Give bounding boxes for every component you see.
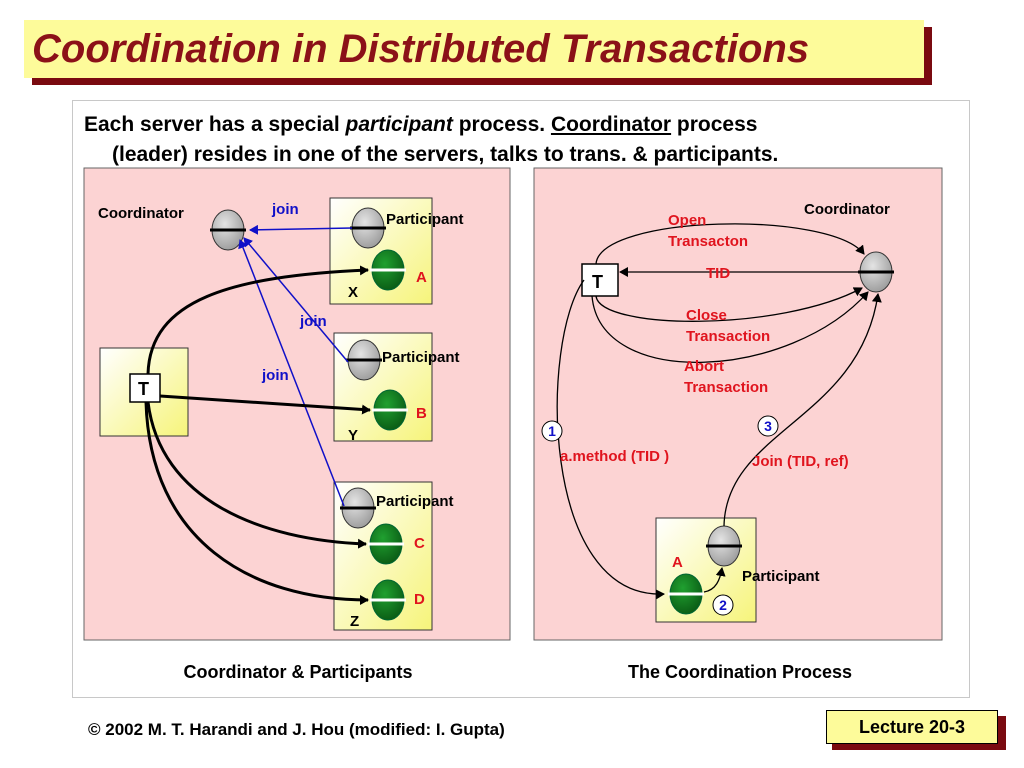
server-y-label: Y <box>348 427 358 444</box>
object-c <box>368 523 404 565</box>
server-box-right <box>655 517 757 623</box>
method-arrow <box>556 279 665 600</box>
t-label-left: T <box>138 379 149 399</box>
step-1-label: 1 <box>548 423 556 439</box>
server-z-label: Z <box>350 613 359 630</box>
intro-line-1: Each server has a special participant pr… <box>84 110 954 140</box>
open-transaction-arrow <box>595 223 865 265</box>
step-3-badge: 3 <box>757 415 779 437</box>
intro-participant: participant <box>345 113 453 136</box>
participant-node-right <box>706 525 742 567</box>
participant-label-x: Participant <box>386 211 464 228</box>
object-a-label: A <box>416 269 427 286</box>
coordinator-label-right: Coordinator <box>804 201 890 218</box>
close-label-2: Transaction <box>686 328 770 345</box>
abort-transaction-arrow <box>591 291 869 363</box>
join-label-3: join <box>261 367 289 384</box>
abort-label-1: Abort <box>684 358 724 375</box>
t-arrow-c <box>146 401 367 549</box>
object-b <box>372 389 408 431</box>
right-caption: The Coordination Process <box>628 662 852 682</box>
object-d-label: D <box>414 591 425 608</box>
participant-node-x <box>350 207 386 249</box>
server-x-label: X <box>348 284 358 301</box>
coordinator-label-left: Coordinator <box>98 205 184 222</box>
slide-title: Coordination in Distributed Transactions <box>32 26 810 71</box>
step-1-badge: 1 <box>541 420 563 442</box>
intro-coordinator: Coordinator <box>550 113 672 136</box>
step-2-label: 2 <box>719 597 727 613</box>
intro-t5: process <box>671 113 758 136</box>
participant-label-right: Participant <box>742 568 820 585</box>
close-label-1: Close <box>686 307 727 324</box>
object-c-label: C <box>414 535 425 552</box>
t-box-right <box>581 263 619 297</box>
join-arrow-y <box>243 237 349 363</box>
register-arrow <box>703 567 726 593</box>
lecture-badge: Lecture 20-3 <box>826 710 998 744</box>
intro-t3: process. <box>452 113 551 136</box>
step-3-label: 3 <box>764 418 772 434</box>
t-arrow-b <box>159 394 371 415</box>
participant-label-z: Participant <box>376 493 454 510</box>
t-box-left <box>129 373 161 403</box>
object-a-left <box>370 249 406 291</box>
object-d <box>370 579 406 621</box>
abort-label-2: Transaction <box>684 379 768 396</box>
join-label-1: join <box>271 201 299 218</box>
t-arrow-a <box>146 265 369 375</box>
join-arrow-z <box>238 239 345 507</box>
open-label-1: Open <box>668 212 706 229</box>
step-2-badge: 2 <box>712 594 734 616</box>
object-a-right <box>668 573 704 615</box>
coordinator-node-right <box>858 251 894 293</box>
close-transaction-arrow <box>595 287 863 322</box>
tid-label: TID <box>706 265 730 282</box>
coordinator-node-left <box>210 209 246 251</box>
intro-line-2: (leader) resides in one of the servers, … <box>112 143 779 166</box>
open-label-2: Transacton <box>668 233 748 250</box>
join-label-2: join <box>299 313 327 330</box>
t-arrow-d <box>144 401 369 605</box>
object-a-right-label: A <box>672 554 683 571</box>
intro-text: Each server has a special participant pr… <box>84 110 954 170</box>
intro-t1: Each server has a special <box>84 113 346 136</box>
object-b-label: B <box>416 405 427 422</box>
participant-label-y: Participant <box>382 349 460 366</box>
t-label-right: T <box>592 272 603 292</box>
join-label-right: Join (TID, ref) <box>752 453 849 470</box>
method-label: a.method (TID ) <box>560 448 669 465</box>
title-banner: Coordination in Distributed Transactions <box>24 20 924 78</box>
participant-node-y <box>346 339 382 381</box>
join-arrow-right <box>723 293 882 527</box>
participant-node-z <box>340 487 376 529</box>
left-caption: Coordinator & Participants <box>183 662 412 682</box>
join-arrow-x <box>249 224 353 235</box>
copyright-footer: © 2002 M. T. Harandi and J. Hou (modifie… <box>88 720 505 739</box>
